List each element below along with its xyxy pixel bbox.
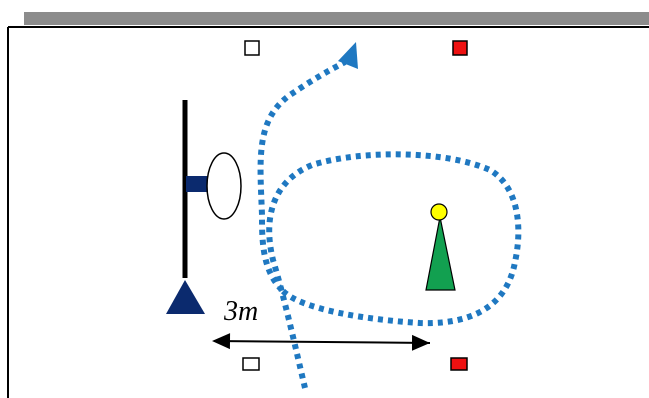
path-exit: [257, 59, 347, 293]
marker-red-top: [452, 40, 468, 56]
player-body: [186, 176, 208, 192]
player-head: [206, 152, 242, 220]
top-bar: [24, 12, 649, 25]
marker-white-top: [244, 40, 260, 56]
player-base-marker: [166, 280, 205, 314]
cone-body: [425, 216, 456, 291]
cone-icon: [425, 203, 456, 291]
cone-ball: [430, 203, 448, 221]
distance-label: 3m: [223, 296, 258, 327]
path-arrowhead: [338, 42, 358, 69]
distance-arrow: [212, 333, 431, 351]
player-figure-icon: [166, 100, 242, 314]
path-loop: [266, 151, 522, 389]
movement-path: [257, 42, 522, 389]
marker-white-bottom: [242, 357, 260, 371]
marker-red-bottom: [450, 357, 468, 371]
